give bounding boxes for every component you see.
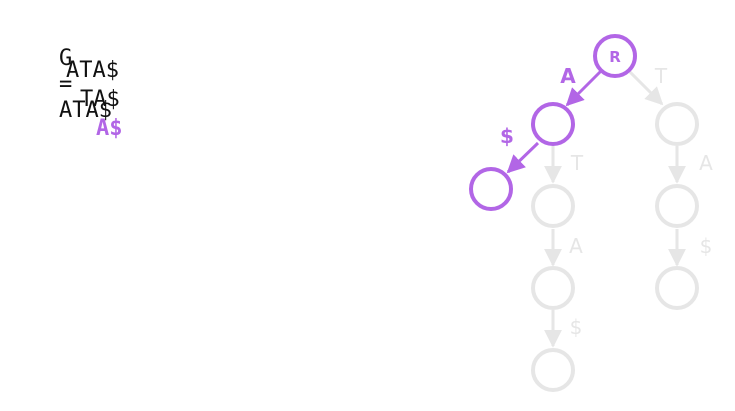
edge-root-T xyxy=(626,68,664,106)
node-ATA-dollar xyxy=(531,348,575,392)
suffix-item: TA$ xyxy=(80,87,120,112)
root-label: R xyxy=(609,48,621,66)
edge-label-left-dollar: $ xyxy=(500,124,514,148)
equation-lhs: G xyxy=(58,46,73,71)
node-A xyxy=(531,102,575,146)
suffix-item: ATA$ xyxy=(66,58,119,83)
edge-label-right-dollar: $ xyxy=(700,234,713,258)
edge-A-dollar xyxy=(506,141,540,174)
node-T xyxy=(655,102,699,146)
node-A-dollar xyxy=(469,167,513,211)
node-TA xyxy=(655,184,699,228)
edge-label-right-A: A xyxy=(699,151,713,175)
root-node xyxy=(593,34,637,78)
equals-sign: = xyxy=(58,72,73,97)
equation-rhs: ATA$ xyxy=(58,98,112,123)
node-TA-dollar xyxy=(655,266,699,310)
edge-root-A xyxy=(565,69,603,107)
edge-label-root-right: T xyxy=(654,64,668,88)
edge-label-left-T: T xyxy=(570,151,584,175)
node-AT xyxy=(531,184,575,228)
node-ATA xyxy=(531,266,575,310)
edge-label-root-left: A xyxy=(560,64,576,88)
equation-line: G = ATA$ xyxy=(6,20,112,150)
edge-label-mid-dollar: $ xyxy=(570,315,583,339)
suffix-item-highlighted: A$ xyxy=(96,116,123,141)
edge-label-mid-A: A xyxy=(569,234,583,258)
